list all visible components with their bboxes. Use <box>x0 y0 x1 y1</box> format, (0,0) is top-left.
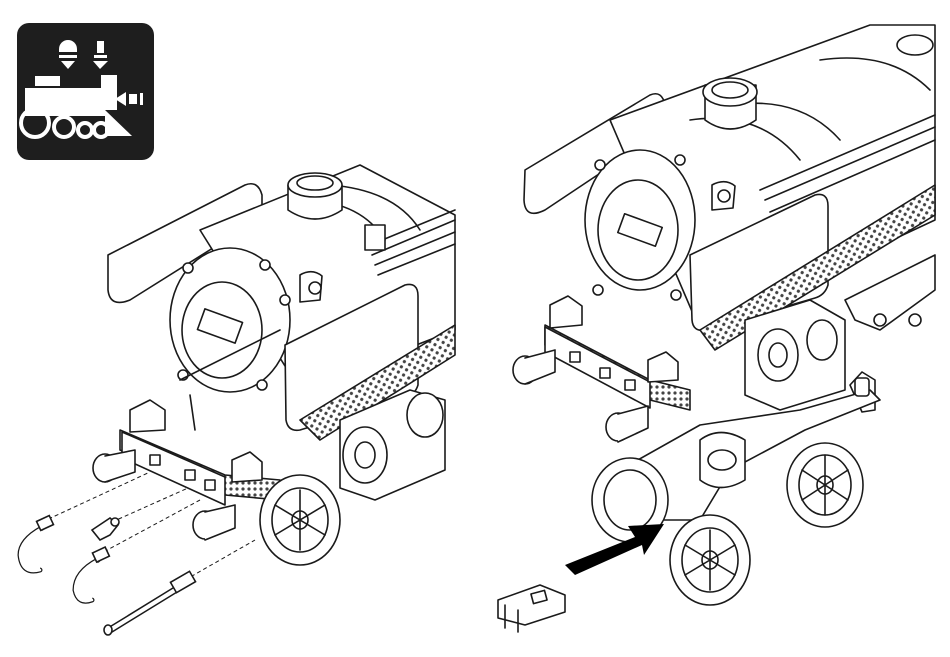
right-panel-buffer-beam <box>545 327 650 408</box>
coupler-insert-part <box>498 585 565 625</box>
